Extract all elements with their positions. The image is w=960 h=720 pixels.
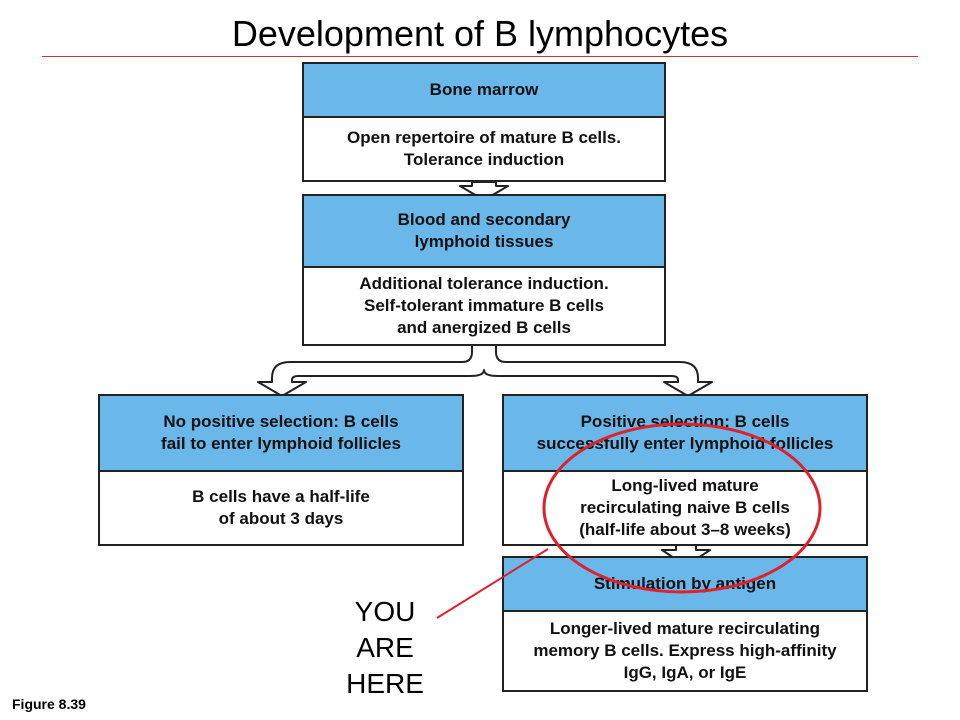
highlight-circle — [542, 422, 822, 594]
box-body: Open repertoire of mature B cells. Toler… — [304, 118, 664, 180]
box-blood-secondary-lymphoid: Blood and secondary lymphoid tissues Add… — [302, 194, 666, 346]
box-header: Blood and secondary lymphoid tissues — [304, 196, 664, 268]
box-body-text: Open repertoire of mature B cells. Toler… — [347, 128, 621, 169]
box-header-text: Blood and secondary lymphoid tissues — [397, 210, 571, 251]
box-no-positive-selection: No positive selection: B cells fail to e… — [98, 394, 464, 546]
box-body: B cells have a half-life of about 3 days — [100, 472, 462, 544]
box-bone-marrow: Bone marrow Open repertoire of mature B … — [302, 62, 666, 182]
box-body: Long-lived mature recirculating naive B … — [504, 472, 866, 544]
title-divider — [42, 56, 918, 57]
page-title: Development of B lymphocytes — [231, 13, 729, 54]
box-header-text: Positive selection: B cells successfully… — [536, 412, 834, 453]
figure-label: Figure 8.39 — [12, 696, 86, 712]
box-body-text: Additional tolerance induction. Self-tol… — [359, 274, 609, 337]
annotation-pointer-line — [436, 548, 549, 619]
box-header-text: No positive selection: B cells fail to e… — [161, 412, 401, 453]
box-body-text: Longer-lived mature recirculating memory… — [533, 619, 837, 682]
arrow-bone-to-blood — [459, 181, 509, 201]
box-body-text: B cells have a half-life of about 3 days — [192, 487, 370, 528]
box-header: Stimulation by antigen — [504, 558, 866, 612]
box-body-text: Long-lived mature recirculating naive B … — [579, 476, 791, 539]
box-positive-selection: Positive selection: B cells successfully… — [502, 394, 868, 546]
box-body: Additional tolerance induction. Self-tol… — [304, 268, 664, 344]
box-header: Bone marrow — [304, 64, 664, 118]
box-header-text: Bone marrow — [429, 80, 539, 99]
box-header: Positive selection: B cells successfully… — [504, 396, 866, 472]
box-body: Longer-lived mature recirculating memory… — [504, 612, 866, 690]
box-header: No positive selection: B cells fail to e… — [100, 396, 462, 472]
box-stimulation-by-antigen: Stimulation by antigen Longer-lived matu… — [502, 556, 868, 692]
arrow-split — [257, 344, 713, 397]
you-are-here-label: YOU ARE HERE — [346, 596, 424, 699]
